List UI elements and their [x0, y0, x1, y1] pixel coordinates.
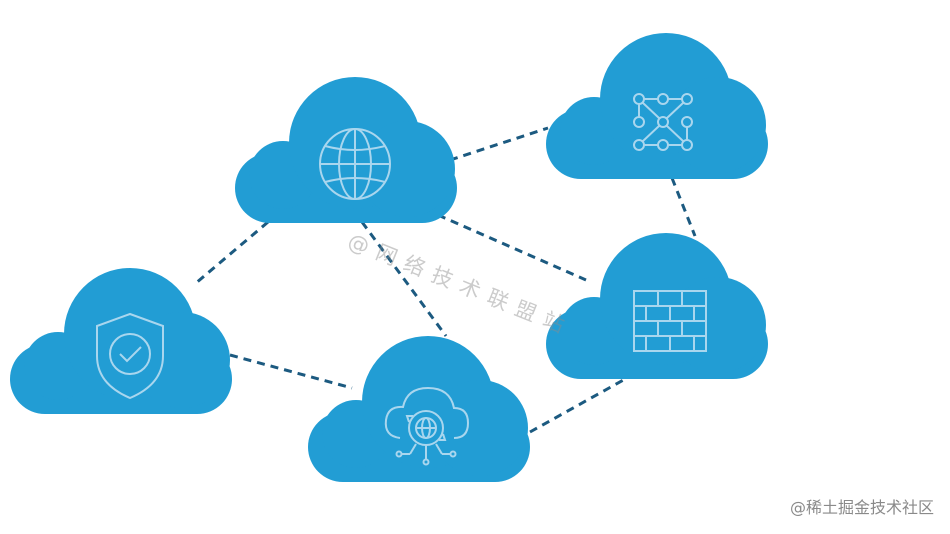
link-globe-shield: [195, 220, 269, 285]
link-cloud-sync-firewall: [529, 376, 628, 434]
cloud-cloud-sync: [308, 336, 530, 482]
network-graph-icon: [633, 93, 693, 151]
link-globe-network: [449, 126, 549, 162]
globe-icon: [319, 128, 391, 200]
cloud-sync-globe-icon: [384, 386, 470, 466]
brick-wall-icon: [633, 290, 707, 352]
cloud-firewall: [546, 233, 768, 379]
cloud-shield: [10, 268, 232, 414]
shield-check-icon: [96, 312, 164, 400]
link-shield-cloud-sync: [229, 353, 353, 390]
connection-lines: [195, 126, 697, 434]
link-network-firewall: [670, 177, 697, 237]
link-globe-cloud-sync: [360, 221, 448, 337]
watermark-corner: @稀土掘金技术社区: [789, 498, 934, 517]
cloud-network: [546, 33, 768, 179]
cloud-globe: [235, 77, 457, 223]
